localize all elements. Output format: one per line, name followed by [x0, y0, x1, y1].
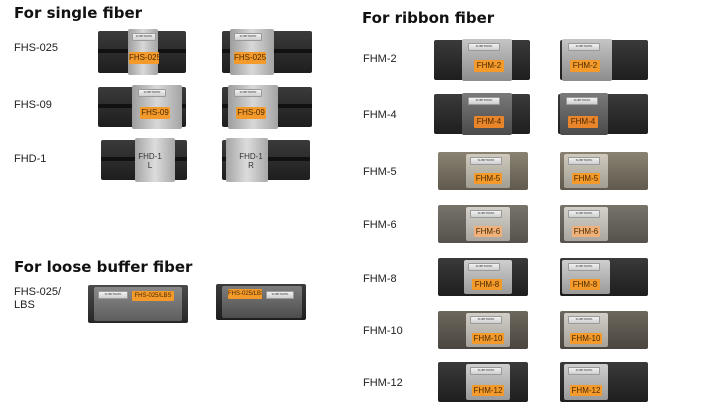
maker-plate: SUMITOMO ELECTRIC — [266, 291, 294, 299]
maker-plate: SUMITOMO ELECTRIC — [568, 43, 600, 51]
model-tag: FHM-8 — [472, 279, 502, 290]
maker-plate: SUMITOMO ELECTRIC — [568, 263, 600, 271]
model-tag: FHD-1 L — [138, 152, 162, 170]
maker-plate: SUMITOMO ELECTRIC — [468, 43, 500, 51]
fiber-holder-fhm-4-right: SUMITOMO ELECTRIC FHM-4 — [558, 93, 648, 135]
maker-plate: SUMITOMO ELECTRIC — [234, 89, 262, 97]
fiber-holder-fhm-8-left: SUMITOMO ELECTRIC FHM-8 — [438, 258, 528, 296]
fiber-holder-fhm-6-right: SUMITOMO ELECTRIC FHM-6 — [560, 205, 648, 243]
maker-plate: SUMITOMO ELECTRIC — [470, 210, 502, 218]
fiber-holder-fhs-09-left: SUMITOMO ELECTRIC FHS-09 — [98, 85, 186, 129]
maker-plate: SUMITOMO ELECTRIC — [470, 367, 502, 375]
section-title-ribbon-fiber: For ribbon fiber — [362, 9, 495, 27]
fiber-holder-fhm-2-right: SUMITOMO ELECTRIC FHM-2 — [560, 39, 648, 81]
model-tag: FHM-6 — [572, 226, 600, 237]
model-label-fhs-025-lbs-line1: FHS-025/ — [14, 286, 62, 298]
model-tag: FHS-025 — [234, 52, 266, 64]
model-label-fhd-1: FHD-1 — [14, 153, 47, 165]
model-label-fhm-2: FHM-2 — [363, 53, 397, 65]
fiber-holder-fhd-1-left: FHD-1 L — [101, 138, 187, 182]
fiber-holder-fhs-09-right: SUMITOMO ELECTRIC FHS-09 — [222, 85, 312, 129]
maker-plate: SUMITOMO ELECTRIC — [568, 210, 600, 218]
model-label-fhm-12: FHM-12 — [363, 377, 403, 389]
model-label-fhs-025: FHS-025 — [14, 42, 59, 54]
model-tag: FHM-10 — [570, 333, 602, 344]
maker-plate: SUMITOMO ELECTRIC — [566, 97, 598, 105]
maker-plate: SUMITOMO ELECTRIC — [98, 291, 128, 299]
model-tag: FHD-1 R — [239, 152, 263, 170]
model-label-fhm-10: FHM-10 — [363, 325, 403, 337]
fiber-holder-fhs-025-lbs-right: FHS-025/LBS SUMITOMO ELECTRIC — [216, 284, 306, 320]
model-tag: FHS-025/LBS — [228, 289, 262, 299]
model-label-fhm-4: FHM-4 — [363, 109, 397, 121]
model-tag: FHM-5 — [572, 173, 600, 184]
maker-plate: SUMITOMO ELECTRIC — [132, 33, 156, 41]
fiber-holder-fhm-12-left: SUMITOMO ELECTRIC FHM-12 — [438, 362, 528, 402]
model-label-fhm-5: FHM-5 — [363, 166, 397, 178]
maker-plate: SUMITOMO ELECTRIC — [470, 316, 502, 324]
model-label-fhs-025-lbs-line2: LBS — [14, 299, 35, 311]
fiber-holder-fhm-8-right: SUMITOMO ELECTRIC FHM-8 — [560, 258, 648, 296]
model-tag: FHM-2 — [570, 60, 600, 72]
model-tag: FHM-2 — [474, 60, 504, 72]
model-tag: FHM-8 — [570, 279, 600, 290]
fiber-holder-fhm-5-right: SUMITOMO ELECTRIC FHM-5 — [560, 152, 648, 190]
fiber-holder-fhs-025-right: SUMITOMO ELECTRIC FHS-025 — [222, 29, 312, 75]
model-tag: FHM-4 — [568, 116, 598, 128]
fiber-holder-fhs-025-left: SUMITOMO ELECTRIC FHS-025 — [98, 29, 186, 75]
fiber-holder-fhm-2-left: SUMITOMO ELECTRIC FHM-2 — [434, 39, 530, 81]
model-tag: FHM-6 — [474, 226, 502, 237]
fiber-holder-fhm-5-left: SUMITOMO ELECTRIC FHM-5 — [438, 152, 528, 190]
model-tag: FHM-12 — [570, 385, 602, 396]
maker-plate: SUMITOMO ELECTRIC — [138, 89, 166, 97]
model-tag: FHS-09 — [140, 107, 170, 119]
maker-plate: SUMITOMO ELECTRIC — [568, 367, 600, 375]
fiber-holder-fhd-1-right: FHD-1 R — [222, 138, 310, 182]
model-tag: FHS-09 — [236, 107, 266, 119]
model-tag: FHM-5 — [474, 173, 502, 184]
model-label-fhm-6: FHM-6 — [363, 219, 397, 231]
maker-plate: SUMITOMO ELECTRIC — [234, 33, 262, 41]
section-title-loose-buffer-fiber: For loose buffer fiber — [14, 258, 193, 276]
maker-plate: SUMITOMO ELECTRIC — [468, 263, 500, 271]
maker-plate: SUMITOMO ELECTRIC — [468, 97, 500, 105]
model-label-fhm-8: FHM-8 — [363, 273, 397, 285]
fiber-holder-fhm-10-right: SUMITOMO ELECTRIC FHM-10 — [560, 311, 648, 349]
fiber-holder-fhs-025-lbs-left: SUMITOMO ELECTRIC FHS-025/LBS — [88, 285, 188, 323]
model-tag: FHS-025/LBS — [132, 291, 174, 301]
maker-plate: SUMITOMO ELECTRIC — [568, 157, 600, 165]
model-tag: FHM-12 — [472, 385, 504, 396]
model-tag: FHM-4 — [474, 116, 504, 128]
fiber-holder-fhm-6-left: SUMITOMO ELECTRIC FHM-6 — [438, 205, 528, 243]
model-tag: FHM-10 — [472, 333, 504, 344]
maker-plate: SUMITOMO ELECTRIC — [470, 157, 502, 165]
fiber-holder-fhm-12-right: SUMITOMO ELECTRIC FHM-12 — [560, 362, 648, 402]
fiber-holder-fhm-10-left: SUMITOMO ELECTRIC FHM-10 — [438, 311, 528, 349]
fiber-holder-fhm-4-left: SUMITOMO ELECTRIC FHM-4 — [434, 93, 530, 135]
section-title-single-fiber: For single fiber — [14, 4, 143, 22]
maker-plate: SUMITOMO ELECTRIC — [568, 316, 600, 324]
model-label-fhs-09: FHS-09 — [14, 99, 52, 111]
model-tag: FHS-025 — [129, 52, 159, 64]
